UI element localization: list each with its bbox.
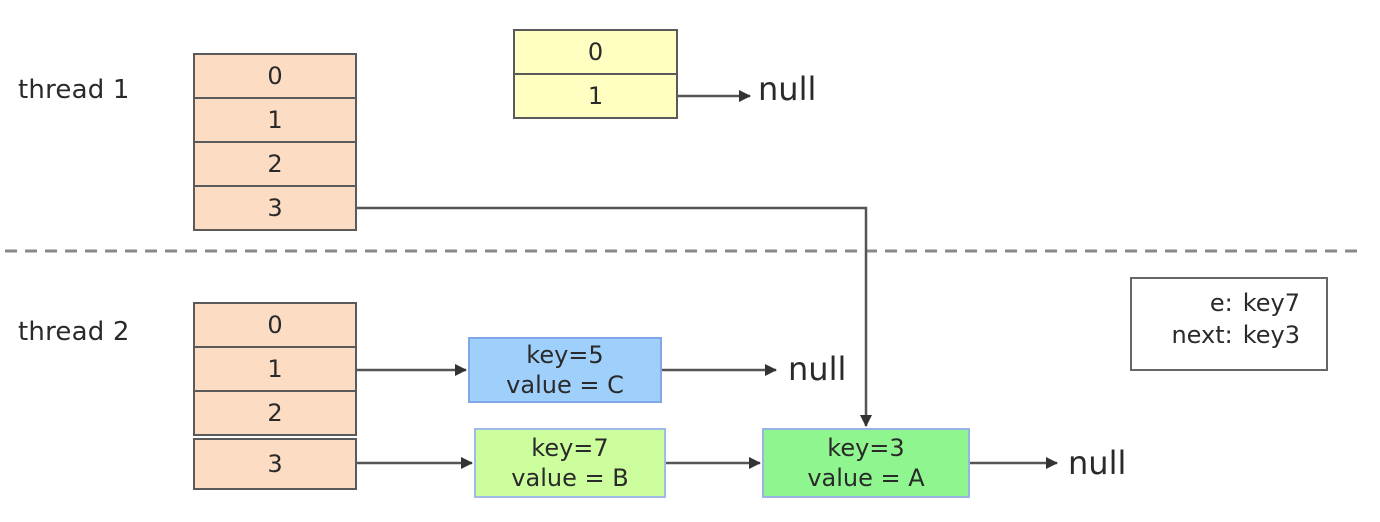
node-key5-key: key=5 [526,341,604,369]
arrow-thread1-bucket3-to-key3 [357,206,872,427]
info-e-value: key7 [1242,289,1300,317]
thread1-bucket-1: 1 [193,97,357,143]
new-table-bucket-1: 1 [513,73,678,119]
node-key5-null: null [788,350,847,388]
thread2-bucket-2: 2 [193,390,357,436]
node-key7-key: key=7 [531,434,609,462]
info-row-e: e: key7 [1132,287,1326,319]
node-key7-value: value = B [511,464,629,492]
thread2-label: thread 2 [18,317,130,347]
info-e-label: e: [1209,289,1233,317]
node-key3-key: key=3 [827,434,905,462]
node-key5-value: value = C [506,371,624,399]
thread1-bucket-0: 0 [193,53,357,99]
new-table-null: null [758,70,817,108]
thread2-bucket-1: 1 [193,346,357,392]
node-key3: key=3 value = A [762,428,970,498]
info-next-label: next: [1171,321,1233,349]
thread2-bucket-3: 3 [193,438,357,490]
thread2-bucket-0: 0 [193,302,357,348]
thread1-bucket-2: 2 [193,141,357,187]
new-table-bucket-0: 0 [513,29,678,75]
thread1-label: thread 1 [18,75,130,105]
node-key5: key=5 value = C [468,337,662,403]
node-key3-null: null [1068,444,1127,482]
pointer-info-box: e: key7 next: key3 [1130,277,1328,371]
node-key7: key=7 value = B [474,428,666,498]
info-row-next: next: key3 [1132,319,1326,351]
node-key3-value: value = A [807,464,925,492]
info-next-value: key3 [1242,321,1300,349]
thread1-bucket-3: 3 [193,185,357,231]
